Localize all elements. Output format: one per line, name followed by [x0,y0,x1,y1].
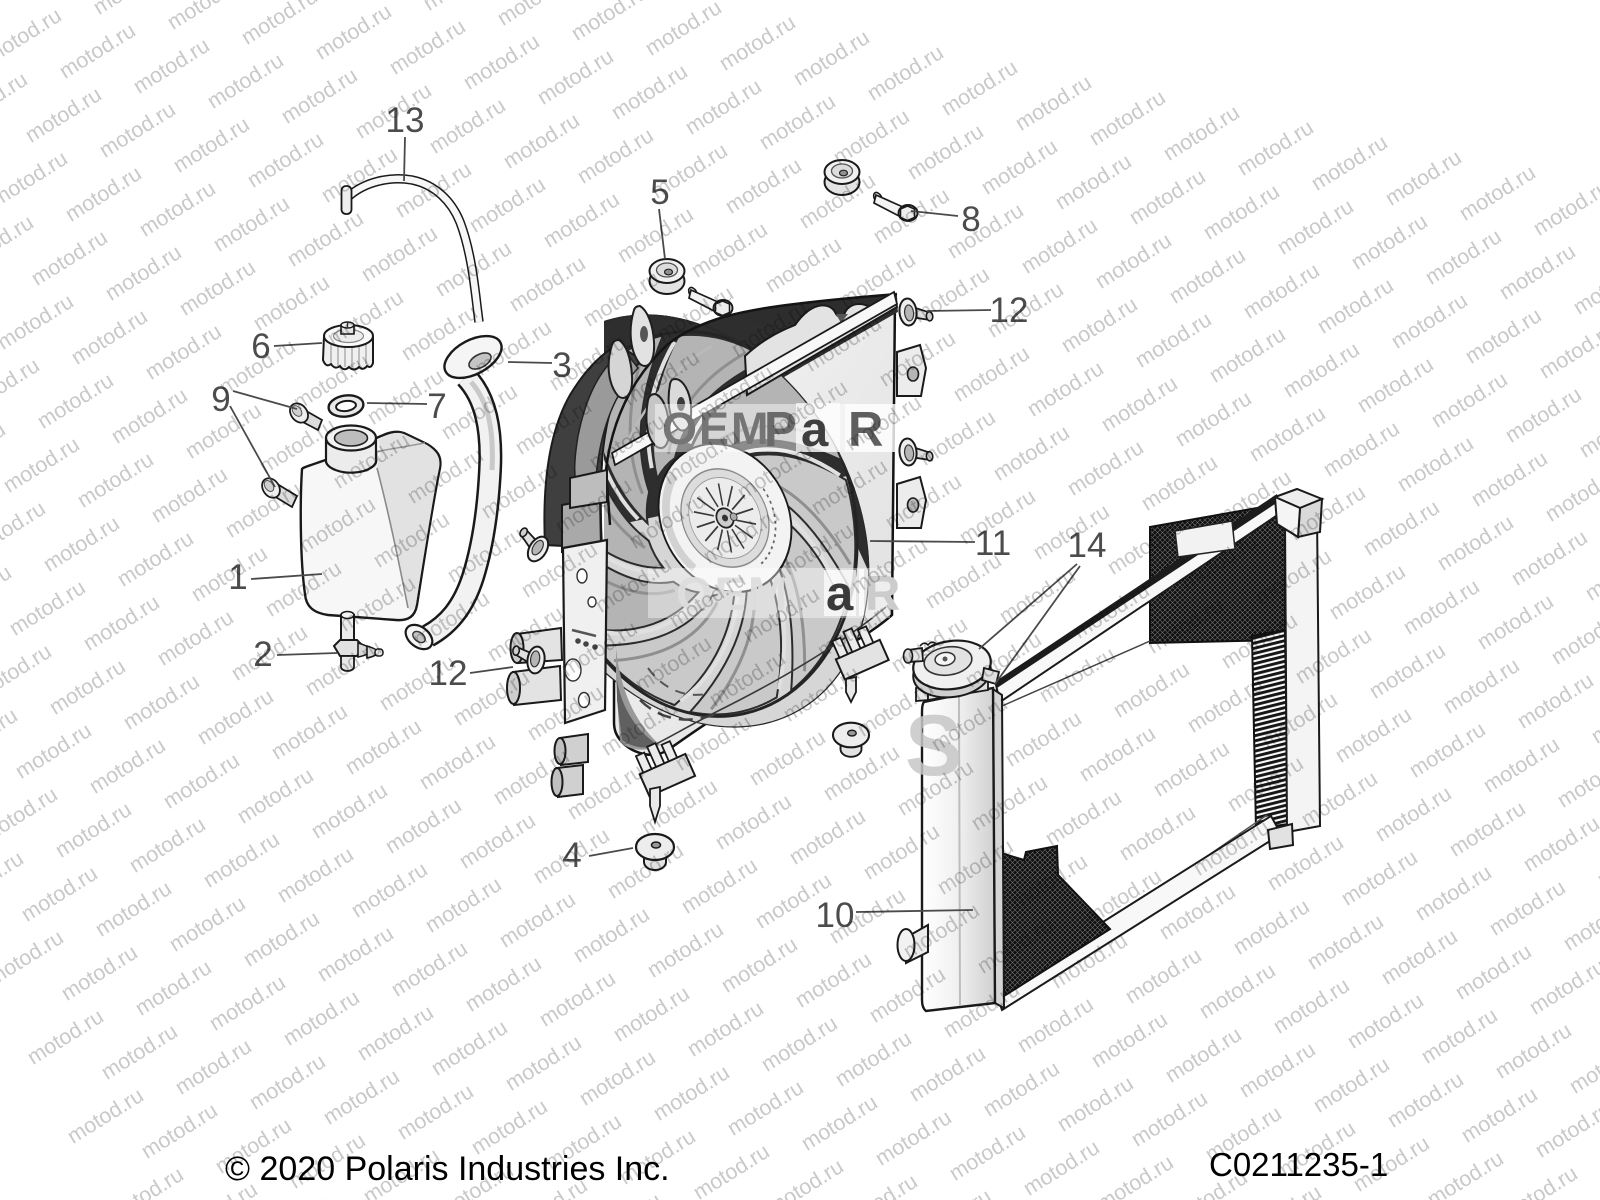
svg-text:a: a [826,567,854,621]
svg-text:7: 7 [427,387,446,426]
